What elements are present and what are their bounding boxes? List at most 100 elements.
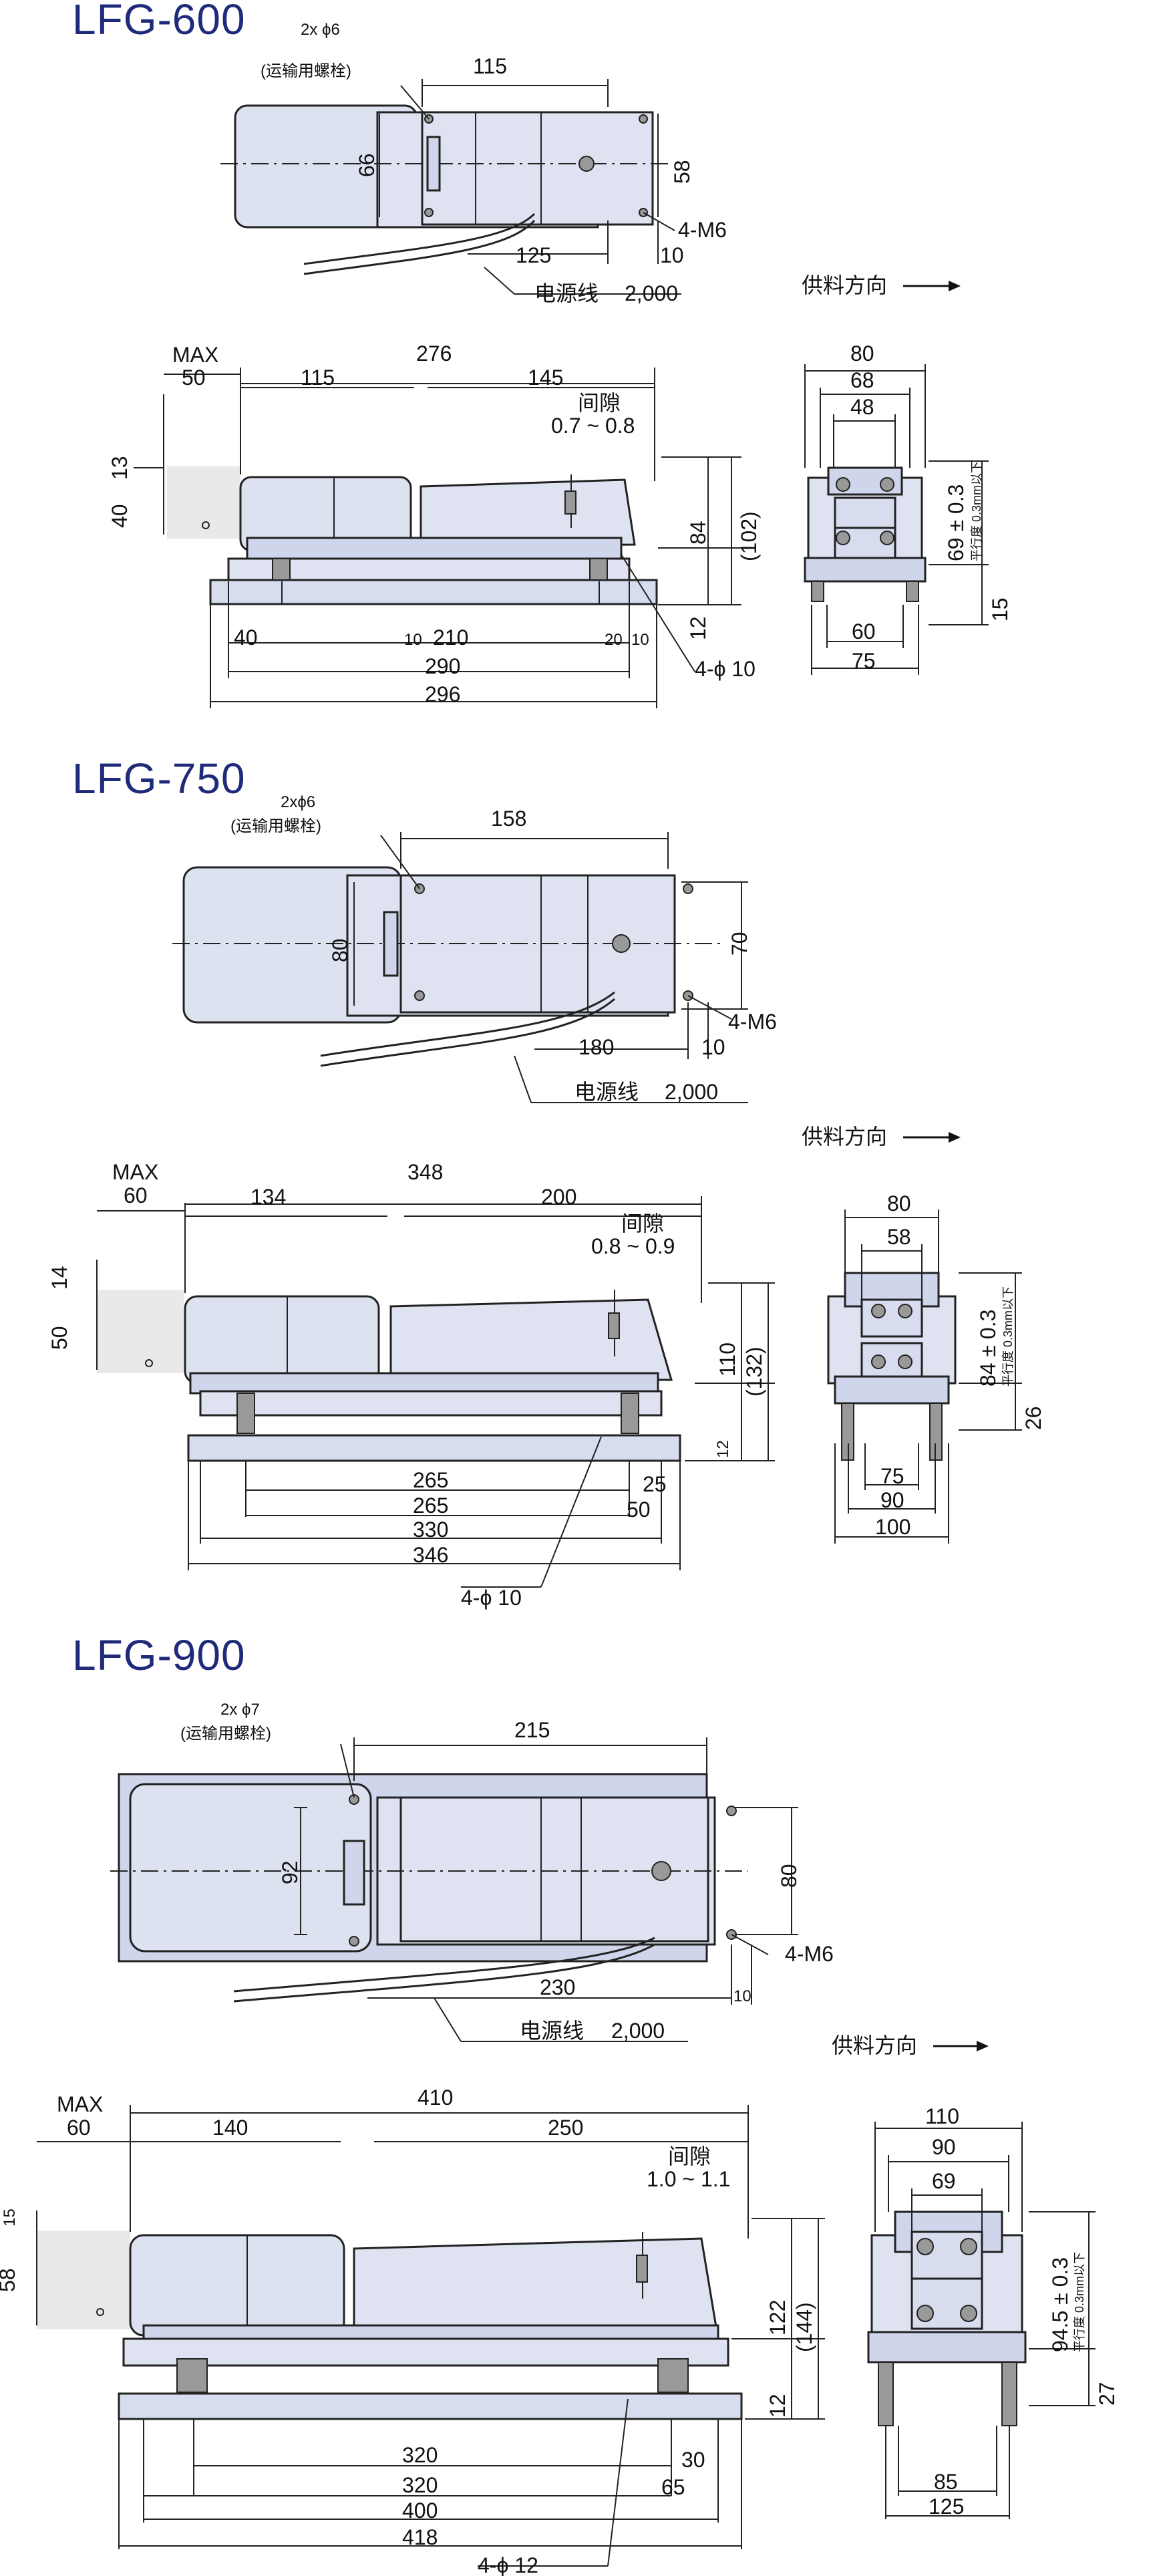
lfg750-side-view [96, 1196, 775, 1588]
lfg900-transport-bolt: (运输用螺栓) [180, 1725, 271, 1743]
lfg900-top-d92: 92 [278, 1860, 302, 1884]
lfg750-power-cord: 电源线 [574, 1080, 639, 1104]
lfg750-side-d110: 110 [715, 1342, 739, 1377]
model-title-lfg750: LFG-750 [72, 754, 246, 803]
lfg750-max: MAX [112, 1160, 158, 1184]
lfg750-side-d200: 200 [541, 1185, 576, 1209]
lfg900-side-d30: 30 [681, 2448, 705, 2472]
lfg750-top-d180: 180 [578, 1035, 614, 1059]
lfg600-gap: 0.7 ~ 0.8 [551, 414, 635, 438]
lfg900-end-d90: 90 [932, 2135, 956, 2159]
lfg900-side-d122: 122 [766, 2300, 790, 2335]
lfg600-side-d12: 12 [686, 616, 710, 640]
lfg900-end-d69: 69 [932, 2169, 956, 2193]
lfg750-side-holes: 4-ϕ 10 [461, 1586, 522, 1610]
lfg750-hole-label: 2xϕ6 [281, 793, 315, 811]
lfg900-side-d410: 410 [418, 2086, 453, 2110]
lfg600-side-holes: 4-ϕ 10 [695, 657, 756, 681]
lfg900-top-d230: 230 [540, 1975, 575, 1999]
lfg750-side-d50b: 50 [627, 1497, 651, 1522]
lfg900-side-d58: 58 [0, 2268, 19, 2292]
lfg750-gap-label: 间隙 [621, 1211, 664, 1236]
lfg600-side-max: 50 [182, 366, 206, 390]
lfg900-side-d65: 65 [661, 2475, 685, 2499]
lfg900-end-d85: 85 [934, 2470, 958, 2494]
lfg600-cord-length: 2,000 [625, 281, 678, 305]
lfg600-end-view [804, 364, 989, 675]
lfg600-end-h: 69 ± 0.3 [944, 484, 968, 561]
lfg900-top-d80: 80 [777, 1864, 801, 1888]
lfg600-top-view [220, 79, 681, 295]
lfg900-top-d215: 215 [514, 1718, 550, 1742]
lfg600-side-d145: 145 [528, 366, 563, 390]
lfg600-side-d296: 296 [425, 682, 460, 706]
lfg750-feed-direction: 供料方向 [802, 1125, 887, 1149]
lfg600-side-d40: 40 [108, 504, 132, 528]
lfg600-side-d102: (102) [737, 511, 761, 561]
lfg600-power-cord: 电源线 [534, 281, 599, 305]
model-title-lfg600: LFG-600 [72, 0, 246, 43]
lfg600-flatness: 平行度 0.3mm以下 [970, 461, 983, 561]
lfg900-side-max: 60 [67, 2116, 91, 2140]
lfg750-side-d25: 25 [643, 1472, 667, 1496]
lfg750-side-d330: 330 [413, 1518, 448, 1542]
lfg750-top-d10: 10 [701, 1035, 725, 1059]
lfg600-end-d48: 48 [850, 395, 874, 419]
lfg750-m6: 4-M6 [728, 1010, 777, 1034]
lfg750-top-d158: 158 [491, 807, 526, 831]
lfg750-side-d265b: 265 [413, 1493, 448, 1518]
lfg900-m6: 4-M6 [785, 1942, 834, 1966]
lfg600-side-d13: 13 [108, 456, 132, 480]
lfg600-m6: 4-M6 [678, 218, 727, 242]
lfg750-end-d75: 75 [880, 1464, 904, 1488]
lfg600-top-d10: 10 [660, 243, 684, 267]
lfg600-feed-direction: 供料方向 [802, 273, 887, 297]
lfg600-side-view [134, 368, 741, 708]
lfg750-side-d50: 50 [47, 1326, 71, 1350]
lfg600-max: MAX [172, 343, 218, 367]
lfg750-side-d348: 348 [407, 1160, 443, 1184]
lfg750-side-d346: 346 [413, 1543, 448, 1567]
lfg600-side-d10b: 10 [631, 631, 649, 649]
lfg900-side-holes: 4-ϕ 12 [478, 2553, 538, 2576]
lfg900-gap: 1.0 ~ 1.1 [647, 2167, 730, 2191]
lfg600-end-d60: 60 [852, 619, 876, 643]
lfg750-gap: 0.8 ~ 0.9 [591, 1234, 675, 1258]
lfg600-side-d84: 84 [686, 521, 710, 545]
lfg600-end-d80: 80 [850, 341, 874, 366]
lfg600-top-d115: 115 [473, 54, 507, 78]
lfg750-side-max: 60 [124, 1183, 148, 1207]
lfg600-side-d20: 20 [605, 631, 623, 649]
lfg900-end-d125: 125 [929, 2494, 964, 2519]
lfg600-side-d210: 210 [433, 625, 468, 650]
lfg900-flatness: 平行度 0.3mm以下 [1073, 2252, 1086, 2352]
lfg900-hole-label: 2x ϕ7 [220, 1701, 260, 1719]
lfg900-side-view [36, 2105, 825, 2567]
lfg900-top-d10: 10 [733, 1987, 752, 2005]
lfg750-end-h: 84 ± 0.3 [976, 1310, 1000, 1387]
lfg900-end-view [867, 2122, 1096, 2519]
lfg750-flatness: 平行度 0.3mm以下 [1001, 1286, 1015, 1387]
lfg900-side-d400: 400 [402, 2498, 438, 2523]
lfg900-cord-length: 2,000 [611, 2019, 665, 2043]
lfg750-side-d134: 134 [251, 1185, 286, 1209]
lfg600-side-d40b: 40 [234, 625, 258, 650]
lfg900-side-d140: 140 [212, 2116, 248, 2140]
lfg600-hole-label: 2x ϕ6 [301, 21, 340, 39]
lfg600-side-d115: 115 [301, 366, 335, 390]
lfg750-side-d265a: 265 [413, 1468, 448, 1492]
lfg900-side-d320a: 320 [402, 2443, 438, 2467]
lfg900-end-d110: 110 [925, 2104, 959, 2128]
lfg600-side-d290: 290 [425, 654, 460, 678]
lfg600-end-d75: 75 [852, 649, 876, 673]
lfg750-end-d58: 58 [887, 1225, 911, 1249]
lfg750-side-d12: 12 [714, 1440, 732, 1458]
lfg900-gap-label: 间隙 [668, 2144, 711, 2168]
lfg900-side-d12: 12 [766, 2394, 790, 2418]
lfg900-power-cord: 电源线 [520, 2019, 584, 2043]
lfg750-top-d70: 70 [727, 932, 752, 956]
lfg900-top-view [110, 1737, 798, 2042]
lfg900-side-d320b: 320 [402, 2473, 438, 2497]
lfg750-cord-length: 2,000 [665, 1080, 718, 1104]
